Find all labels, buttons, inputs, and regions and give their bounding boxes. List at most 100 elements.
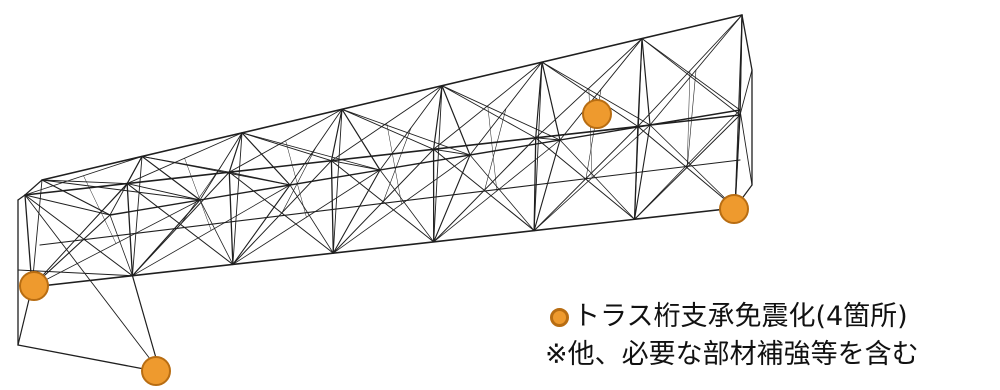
back-diagonal — [541, 61, 651, 126]
bottom-cross-beam — [332, 169, 381, 254]
portal-brace — [433, 148, 471, 156]
legend-bearing-label: トラス桁支承免震化(4箇所) — [573, 301, 908, 332]
bottom-lateral-brace — [109, 214, 133, 277]
bottom-front-chord — [31, 207, 736, 288]
end-frame-right — [741, 14, 753, 71]
internal-member — [79, 185, 127, 236]
portal-brace — [228, 171, 291, 186]
internal-member — [281, 146, 317, 213]
top-cross-beam — [535, 61, 543, 139]
bearing-marker-bottom — [141, 356, 171, 386]
front-diagonal — [637, 125, 736, 209]
internal-member — [83, 175, 117, 244]
back-post — [241, 132, 291, 186]
lower-front-edge — [17, 344, 161, 373]
bottom-lateral-brace — [379, 169, 435, 243]
front-diagonal — [126, 183, 234, 265]
end-frame-right — [739, 109, 753, 186]
end-diagonal — [24, 194, 161, 373]
top-lateral-brace — [641, 38, 741, 116]
bearing-markers — [19, 99, 749, 386]
bottom-cross-beam — [634, 124, 651, 220]
front-diagonal — [228, 171, 334, 254]
mid-longitudinal — [39, 159, 741, 246]
bottom-cross-beam — [533, 139, 561, 232]
end-diagonal — [17, 269, 133, 277]
back-diagonal — [441, 85, 561, 141]
back-diagonal — [641, 38, 741, 111]
top-lateral-brace — [141, 155, 230, 173]
internal-member — [383, 127, 412, 202]
front-diagonal — [433, 148, 535, 232]
top-lateral-brace — [441, 85, 537, 139]
bottom-cross-beam — [232, 184, 291, 265]
bearing-marker-right — [719, 194, 749, 224]
portal-brace — [734, 14, 743, 209]
front-diagonal — [535, 137, 636, 220]
bearing-marker-top — [582, 99, 612, 129]
portal-brace — [533, 61, 543, 232]
front-diagonal — [330, 160, 435, 243]
back-post — [641, 37, 651, 126]
top-front-chord — [24, 114, 741, 196]
back-post — [141, 155, 201, 201]
top-lateral-brace — [541, 61, 639, 127]
back-diagonal — [241, 132, 381, 171]
portal-brace — [126, 183, 201, 201]
internal-member — [484, 108, 507, 191]
bottom-cross-beam — [433, 154, 471, 243]
lower-front-edge — [131, 275, 161, 373]
top-cross-beam — [432, 85, 443, 150]
top-cross-beam — [330, 108, 343, 162]
bottom-lateral-brace — [559, 139, 635, 220]
orange-circle-icon — [550, 307, 569, 327]
top-lateral-brace — [241, 132, 332, 162]
internal-member — [487, 105, 498, 192]
end-frame-right — [739, 69, 753, 116]
front-post — [228, 171, 234, 266]
top-cross-beam — [228, 132, 243, 173]
bottom-cross-beam — [31, 214, 111, 288]
front-post — [533, 137, 537, 232]
legend: トラス桁支承免震化(4箇所) ※他、必要な部材補強等を含む — [545, 298, 996, 374]
top-cross-beam — [126, 155, 143, 185]
portal-brace — [31, 179, 43, 288]
legend-bearing-row: トラス桁支承免震化(4箇所) — [550, 298, 996, 336]
internal-member — [180, 166, 222, 225]
portal-brace — [535, 137, 561, 141]
top-back-chord — [41, 14, 743, 181]
internal-member — [687, 70, 691, 165]
internal-member — [686, 69, 697, 168]
end-frame — [17, 194, 26, 201]
front-post — [330, 160, 334, 254]
back-diagonal — [341, 108, 471, 156]
back-post — [541, 61, 561, 141]
internal-member — [184, 157, 212, 231]
portal-brace — [232, 132, 243, 265]
portal-brace — [637, 124, 651, 127]
internal-member — [386, 122, 402, 205]
internal-member — [285, 140, 307, 218]
portal-brace — [433, 85, 443, 243]
portal-brace — [131, 155, 143, 277]
back-post — [341, 108, 381, 171]
top-lateral-brace — [41, 179, 128, 185]
bottom-lateral-brace — [469, 154, 535, 231]
legend-note: ※他、必要な部材補強等を含む — [545, 339, 919, 370]
legend-note-row: ※他、必要な部材補強等を含む — [545, 336, 996, 374]
truss-members — [17, 14, 753, 373]
back-post — [441, 85, 471, 156]
portal-brace — [330, 160, 381, 171]
bearing-marker-left — [19, 271, 49, 301]
bottom-back-chord — [109, 109, 741, 216]
top-cross-beam — [24, 179, 43, 196]
bottom-lateral-brace — [649, 124, 736, 209]
portal-brace — [332, 108, 343, 254]
bottom-lateral-brace — [199, 199, 234, 265]
bottom-lateral-brace — [289, 184, 334, 254]
portal-brace — [24, 194, 111, 216]
back-diagonal — [41, 179, 201, 201]
portal-brace — [634, 38, 643, 220]
